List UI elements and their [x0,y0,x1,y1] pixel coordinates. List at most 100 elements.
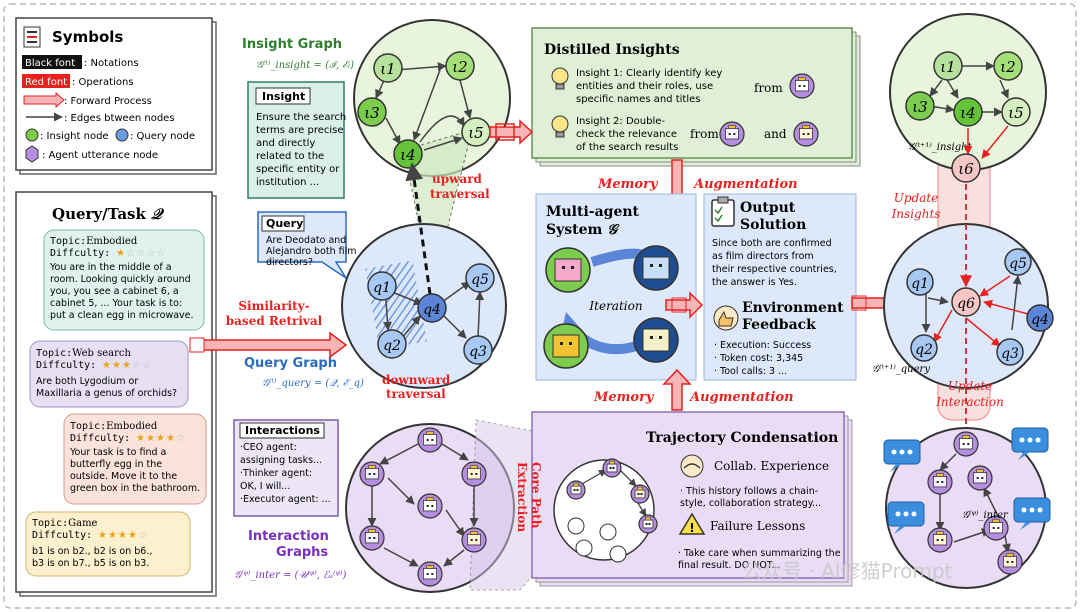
star-filled-icon: ★ [108,530,117,541]
query-node-5[interactable]: q5 [471,272,489,288]
insight-2-line: of the search results [576,142,678,153]
right-insight-node-2[interactable]: ι2 [1000,58,1015,76]
right-query-node-5[interactable]: q5 [1009,256,1027,272]
interaction-agent-icon[interactable] [417,561,443,587]
mas-agent-icon[interactable] [633,245,679,291]
source-agent-icon[interactable] [719,121,745,147]
insight-node-2[interactable]: ι2 [452,58,467,76]
interaction-agent-icon[interactable] [359,525,385,551]
right-insight-node-6[interactable]: ι6 [958,160,974,178]
interactions-note-line: assigning tasks... [240,455,322,466]
chat-bubble-icons [883,427,1051,534]
augmentation-label-top: Augmentation [692,177,798,192]
task-2-difficulty-label: Diffculty: [36,360,96,371]
update-insights-label-2: Insights [891,207,941,221]
insight-node-5[interactable]: ι5 [468,124,483,142]
collab-title: Collab. Experience [714,459,829,473]
task-2-topic: Topic:Web search [36,348,131,359]
right-query-node-4[interactable]: q4 [1031,312,1049,328]
svg-text:!: ! [689,521,694,535]
task-card-3[interactable] [63,413,207,505]
insight-node-3[interactable]: ι3 [364,104,379,122]
task-4-text: b1 is on b2., b2 is on b6.,b3 is on b7.,… [32,546,152,569]
query-node-3[interactable]: q3 [469,344,487,360]
interaction-agent-icon[interactable] [359,461,385,487]
right-interaction-agent-icon[interactable] [953,431,979,457]
interactions-note-text: ·CEO agent:assigning tasks...·Thinker ag… [240,442,331,505]
task-3-text-line: green box in the bathroom. [70,483,200,494]
query-node-2[interactable]: q2 [383,338,401,354]
interaction-agent-icon[interactable] [461,461,487,487]
right-insight-graph: ι1 ι2 ι3 ι4 ι5 𝒢⁽ᵗ⁺¹⁾_insight ι6 [889,13,1047,183]
right-insight-node-4[interactable]: ι4 [960,104,975,122]
mas-to-output-arrow [665,291,704,319]
mas-title-2: System 𝒢 [546,222,620,238]
task-3-difficulty-label: Diffculty: [70,433,130,444]
task-1-topic: Topic:Embodied [50,236,138,247]
right-insight-node-3[interactable]: ι3 [912,98,927,116]
right-interaction-agent-icon[interactable] [927,469,953,495]
right-interaction-agent-icon[interactable] [967,465,993,491]
right-query-node-2[interactable]: q2 [915,342,933,358]
outer-frame [3,3,1077,609]
output-title: Output [740,200,796,216]
edges-text: : Edges btween nodes [64,113,175,124]
task-card-4[interactable] [25,511,191,577]
insight-note-label: Insight [262,90,305,103]
condensed-agent-icon[interactable] [602,458,622,478]
similarity-label-2: based Retrival [226,314,323,328]
right-query-node-6[interactable]: q6 [957,296,975,312]
task-card-1[interactable] [43,229,205,331]
env-title-2: Feedback [742,317,816,333]
insight-node-1[interactable]: ι1 [380,60,395,78]
agent-node-text: : Agent utterance node [42,150,158,161]
insight-note-line: Ensure the search [256,112,346,123]
task-4-text-line: b1 is on b2., b2 is on b6., [32,546,152,557]
handshake-icon [680,454,704,478]
right-inter-formula: 𝒢⁽ᵠ⁾_inter [962,510,1009,521]
update-interaction-label: Update [948,379,993,393]
mas-agent-icon[interactable] [633,317,679,363]
interaction-agent-icon[interactable] [417,427,443,453]
distilled-title: Distilled Insights [544,42,680,58]
interaction-agents [359,427,487,587]
task-card-2[interactable] [29,340,189,408]
query-node-1[interactable]: q1 [373,280,391,296]
query-node-4[interactable]: q4 [423,302,441,318]
interaction-agent-icon[interactable] [417,493,443,519]
right-interaction-agent-icon[interactable] [997,549,1023,575]
right-query-node-1[interactable]: q1 [911,276,929,292]
core-path-label: Core Path [529,462,543,529]
right-query-formula: 𝒢⁽ᵗ⁺¹⁾_query [872,364,930,375]
task-3-stars: ★★★★☆ [136,433,185,444]
insight-node-4[interactable]: ι4 [400,146,415,164]
right-insight-node-5[interactable]: ι5 [1008,104,1023,122]
env-title: Environment [742,300,844,316]
task-1-text-line: room. Looking quickly around [50,274,191,285]
star-empty-icon: ☆ [136,248,145,259]
right-query-node-3[interactable]: q3 [1001,346,1019,362]
interaction-graph-title-2: Graphs [276,545,328,560]
star-empty-icon: ☆ [156,248,165,259]
mas-agent-icon[interactable] [543,323,589,369]
source-agent-icon[interactable] [793,121,819,147]
star-empty-icon: ☆ [176,433,185,444]
right-interaction-agent-icon[interactable] [927,527,953,553]
condensed-agent-icon[interactable] [630,484,650,504]
right-interaction-agent-icon[interactable] [983,515,1009,541]
insight-1-line: specific names and titles [576,94,700,105]
condensed-agent-icon[interactable] [638,514,658,534]
symbols-title: Symbols [52,28,123,46]
right-insight-node-1[interactable]: ι1 [940,58,955,76]
query-note-label: Query [266,217,303,230]
condensed-agent-icon[interactable] [566,480,586,500]
star-filled-icon: ★ [136,433,145,444]
interaction-agent-icon[interactable] [461,527,487,553]
source-agent-icon[interactable] [789,73,815,99]
trajectory-title: Trajectory Condensation [646,430,838,446]
mas-agent-icon[interactable] [545,247,591,293]
black-font-text: : Notations [84,58,139,69]
